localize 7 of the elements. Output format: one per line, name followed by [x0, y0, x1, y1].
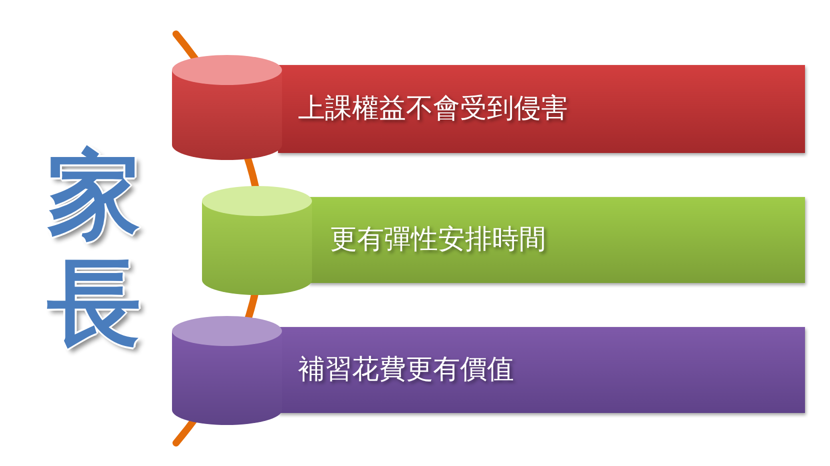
item-text: 補習花費更有價值	[298, 353, 514, 387]
item-text: 上課權益不會受到侵害	[298, 92, 568, 126]
list-item-band	[202, 186, 808, 296]
item-text: 更有彈性安排時間	[330, 223, 546, 257]
title-heading: 家長	[46, 142, 142, 358]
list-item-band	[172, 316, 808, 426]
list-item-band	[172, 55, 808, 161]
